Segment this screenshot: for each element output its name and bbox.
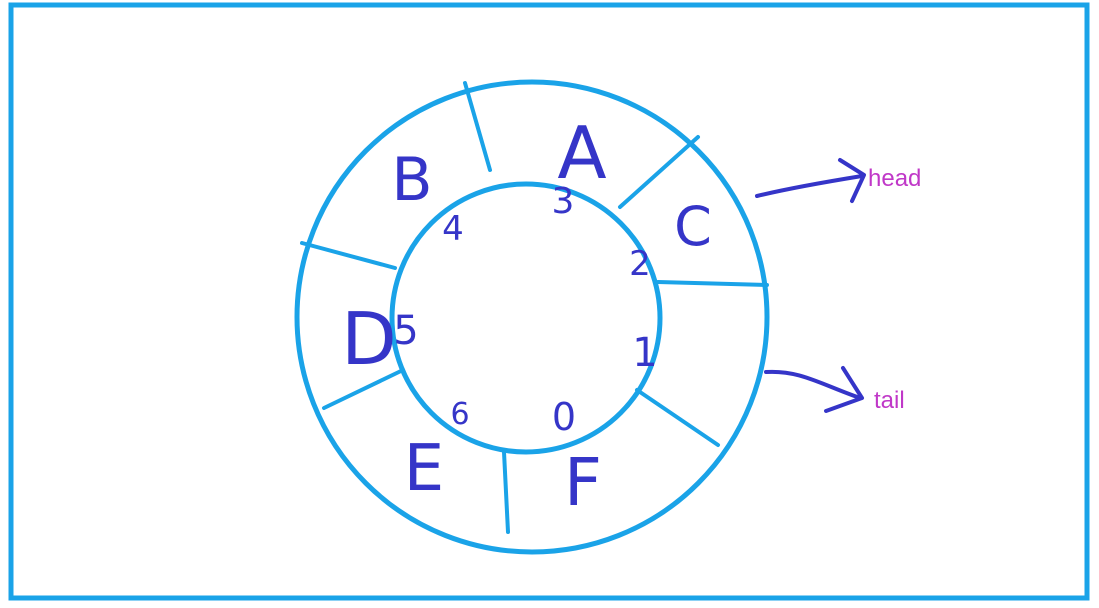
inner-ring [389, 181, 663, 455]
slot-index-3: 3 [552, 181, 575, 222]
slot-indices: 0 1 2 3 4 5 6 [393, 181, 657, 439]
head-arrow-shaft [755, 174, 864, 198]
slot-index-1: 1 [632, 330, 657, 376]
head-pointer [755, 158, 866, 203]
slot-letters: A B C D E F [341, 111, 712, 521]
slot-dividers [300, 81, 769, 534]
divider-e-f [502, 450, 510, 534]
diagram-frame [8, 2, 1090, 601]
slot-index-0: 0 [552, 395, 576, 439]
slot-letter-d: D [341, 297, 396, 381]
slot-letter-a: A [557, 111, 606, 195]
divider-a-c [618, 135, 700, 209]
slot-index-2: 2 [629, 244, 651, 284]
tail-pointer [764, 366, 864, 413]
slot-letter-e: E [404, 432, 444, 506]
slot-index-4: 4 [442, 209, 464, 249]
divider-b-d [300, 241, 397, 270]
outer-ring [294, 79, 770, 555]
divider-1-right [635, 388, 720, 447]
head-arrow-icon [838, 158, 866, 203]
head-label: head [868, 165, 921, 192]
divider-d-e [322, 368, 405, 410]
divider-c-1 [656, 280, 769, 287]
slot-letter-b: B [391, 145, 432, 215]
tail-arrow-shaft [764, 369, 862, 400]
slot-index-5: 5 [393, 308, 418, 354]
divider-a-b [463, 81, 492, 172]
tail-arrow-icon [824, 366, 864, 413]
slot-letter-f: F [564, 444, 602, 521]
slot-letter-c: C [674, 195, 712, 258]
tail-label: tail [874, 387, 905, 414]
slot-index-6: 6 [450, 397, 469, 432]
